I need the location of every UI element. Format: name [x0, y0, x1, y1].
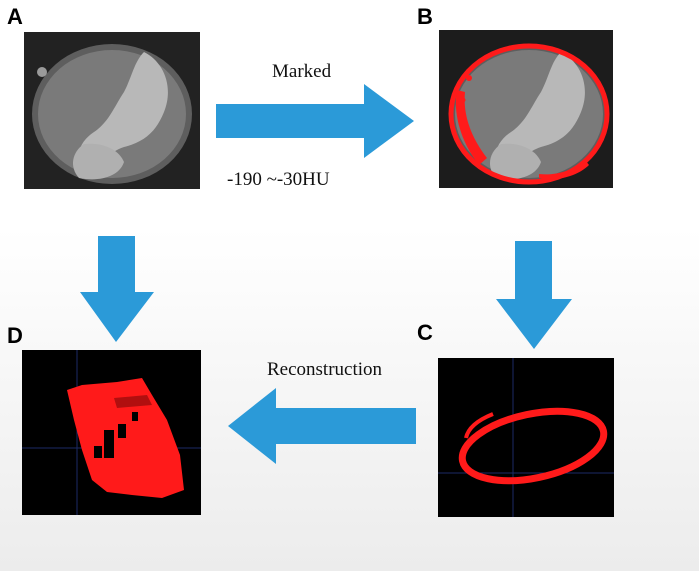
panel-letter-b: B — [417, 4, 433, 29]
arrow-left — [226, 386, 418, 466]
label-hu-range: -190 ~-30HU — [227, 169, 330, 190]
panel-a-ct-image — [24, 32, 200, 189]
panel-c-segmentation-render — [438, 358, 614, 517]
arrow-down-left — [78, 234, 156, 344]
panel-b-marked-image — [439, 30, 613, 188]
label-marked: Marked — [272, 61, 332, 82]
panel-letter-a: A — [7, 4, 23, 29]
label-reconstruction: Reconstruction — [267, 359, 383, 380]
panel-letter-d: D — [7, 323, 23, 348]
arrow-down-right — [494, 239, 574, 351]
arrow-right — [214, 82, 416, 160]
panel-letter-c: C — [417, 320, 433, 345]
panel-d-reconstruction-render — [22, 350, 201, 515]
